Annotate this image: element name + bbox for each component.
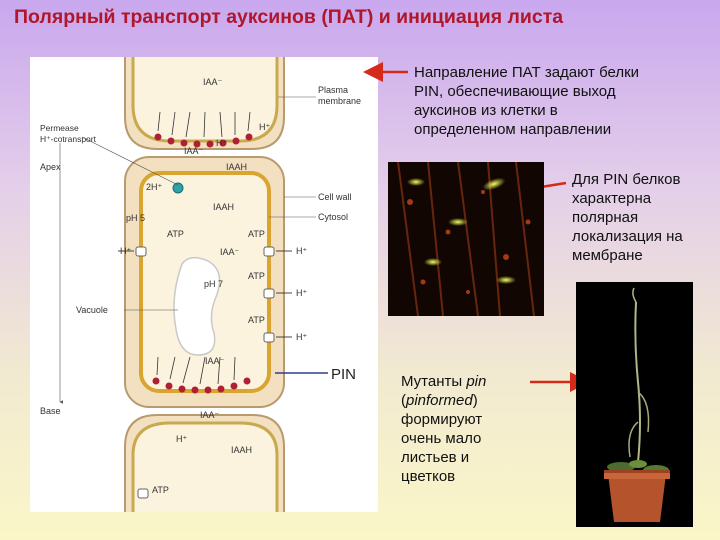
text-pin-localization: Для PIN белков характерна полярная локал… bbox=[572, 170, 718, 265]
leader-lines bbox=[59, 96, 316, 404]
efflux-arrows bbox=[156, 111, 251, 385]
text-line: Для PIN белков bbox=[572, 171, 681, 188]
label-h-left: H⁺ bbox=[120, 246, 131, 256]
label-h-right-3: H⁺ bbox=[296, 332, 307, 342]
label-iaa-2: IAA⁻ bbox=[184, 146, 204, 156]
label-plasma-membrane-1: Plasma bbox=[318, 85, 348, 95]
label-atp-5: ATP bbox=[152, 485, 169, 495]
label-iaah-3: IAAH bbox=[231, 445, 252, 455]
text-line: определенном направлении bbox=[414, 121, 612, 138]
text-line: очень мало bbox=[401, 430, 482, 447]
text-line: характерна bbox=[572, 190, 652, 207]
vacuole-shape bbox=[173, 256, 221, 356]
label-atp-4: ATP bbox=[248, 315, 265, 325]
label-permease: Permease bbox=[40, 123, 79, 133]
label-cytosol: Cytosol bbox=[318, 212, 348, 222]
label-iaa-5: IAA⁻ bbox=[200, 410, 220, 420]
label-cotransport: H⁺-cotransport bbox=[40, 134, 97, 144]
label-vacuole: Vacuole bbox=[76, 305, 108, 315]
auxin-transport-diagram: IAA⁻ Plasma membrane H⁺ Permease H⁺-cotr… bbox=[30, 57, 378, 512]
text-line: полярная bbox=[572, 209, 639, 226]
text-line: PIN, обеспечивающие выход bbox=[414, 83, 616, 100]
slide-title: Полярный транспорт ауксинов (ПАТ) и иниц… bbox=[14, 6, 564, 28]
text-line: цветков bbox=[401, 468, 456, 485]
label-cell-wall: Cell wall bbox=[318, 192, 352, 202]
micrograph-image bbox=[397, 161, 535, 317]
text-line: листьев и bbox=[401, 449, 470, 466]
text-line: мембране bbox=[572, 247, 643, 264]
text-line: (pinformed) bbox=[401, 392, 478, 409]
pin-fluorescence-micrograph bbox=[388, 161, 544, 317]
label-atp-2: ATP bbox=[248, 229, 265, 239]
label-h-top: H⁺ bbox=[259, 122, 270, 132]
label-plasma-membrane-2: membrane bbox=[318, 96, 361, 106]
text-mutants: Мутанты pin (pinformed) формируют очень … bbox=[401, 372, 531, 486]
text-line: формируют bbox=[401, 411, 483, 428]
label-h-right-2: H⁺ bbox=[296, 288, 307, 298]
permease-symbol bbox=[172, 182, 184, 194]
label-2h: 2H⁺ bbox=[146, 182, 163, 192]
label-ph7: pH 7 bbox=[204, 279, 223, 289]
label-h-right-1: H⁺ bbox=[296, 246, 307, 256]
text-line: локализация на bbox=[572, 228, 683, 245]
text-line: Направление ПАТ задают белки bbox=[414, 64, 640, 81]
label-iaa-3: IAA⁻ bbox=[220, 247, 240, 257]
label-h-top-2: H⁺ bbox=[216, 138, 227, 148]
label-apex: Apex bbox=[40, 162, 61, 172]
cell-diagram-svg: IAA⁻ Plasma membrane H⁺ Permease H⁺-cotr… bbox=[40, 57, 361, 512]
lower-cell-membrane bbox=[131, 421, 279, 512]
upper-cell-membrane bbox=[131, 57, 279, 143]
pin-proteins-top bbox=[154, 133, 253, 148]
text-line: ауксинов из клетки в bbox=[414, 102, 558, 119]
atp-pumps bbox=[135, 246, 275, 499]
pin-mutant-plant-photo bbox=[576, 282, 693, 527]
label-base: Base bbox=[40, 406, 61, 416]
label-atp-1: ATP bbox=[167, 229, 184, 239]
label-h-bottom: H⁺ bbox=[176, 434, 187, 444]
pin-proteins-middle bbox=[152, 377, 251, 394]
text-pin-direction: Направление ПАТ задают белки PIN, обеспе… bbox=[414, 63, 714, 139]
text-line: Мутанты pin bbox=[401, 373, 487, 390]
label-iaa-top: IAA⁻ bbox=[203, 77, 223, 87]
label-atp-3: ATP bbox=[248, 271, 265, 281]
label-iaah-1: IAAH bbox=[226, 162, 247, 172]
label-iaa-4: IAA⁻ bbox=[205, 356, 225, 366]
plant-image bbox=[604, 287, 670, 522]
pin-label: PIN bbox=[331, 366, 357, 383]
label-iaah-2: IAAH bbox=[213, 202, 234, 212]
proton-arrows bbox=[118, 250, 292, 338]
label-ph5: pH 5 bbox=[126, 213, 145, 223]
